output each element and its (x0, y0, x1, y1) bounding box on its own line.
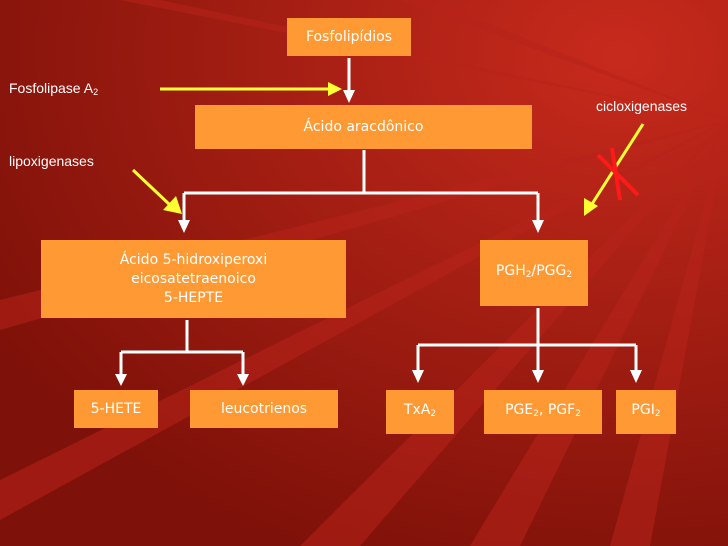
lipoxigenases-arrow (131, 168, 172, 207)
node-txa2-label: TxA2 (403, 401, 437, 419)
node-pgh2-pgg2-label: PGH2/PGG2 (495, 262, 573, 280)
node-pgi2-label: PGI2 (631, 401, 661, 419)
node-pgh2-pgg2: PGH2/PGG2 (480, 240, 588, 306)
node-pgi2: PGI2 (616, 390, 676, 434)
node-pge2-pgf2: PGE2, PGF2 (484, 390, 602, 434)
cicloxigenases-arrow (590, 123, 645, 205)
node-5-hpete-line3: 5-HEPTE (163, 289, 224, 306)
label-cicloxigenases: cicloxigenases (596, 98, 688, 114)
node-acido-aracdonico-label: Ácido aracdônico (303, 118, 424, 135)
node-5-hpete: Ácido 5-hidroxiperoxi eicosatetraenoico … (41, 240, 346, 318)
node-pge2-pgf2-label: PGE2, PGF2 (505, 401, 581, 419)
node-acido-aracdonico: Ácido aracdônico (195, 105, 532, 149)
node-leucotrienos: leucotrienos (190, 390, 338, 428)
node-5-hete: 5-HETE (74, 390, 158, 428)
node-fosfolipidios-label: Fosfolipídios (305, 28, 393, 45)
node-fosfolipidios: Fosfolipídios (287, 18, 411, 56)
node-5-hpete-line1: Ácido 5-hidroxiperoxi (119, 251, 268, 268)
node-5-hpete-line2: eicosatetraenoico (131, 270, 256, 287)
inhibition-x-icon (596, 147, 640, 201)
label-lipoxigenases: lipoxigenases (9, 153, 94, 169)
node-5-hete-label: 5-HETE (90, 400, 142, 417)
node-leucotrienos-label: leucotrienos (220, 400, 308, 417)
label-fosfolipase: Fosfolipase A2 (9, 80, 99, 97)
node-txa2: TxA2 (386, 390, 454, 434)
